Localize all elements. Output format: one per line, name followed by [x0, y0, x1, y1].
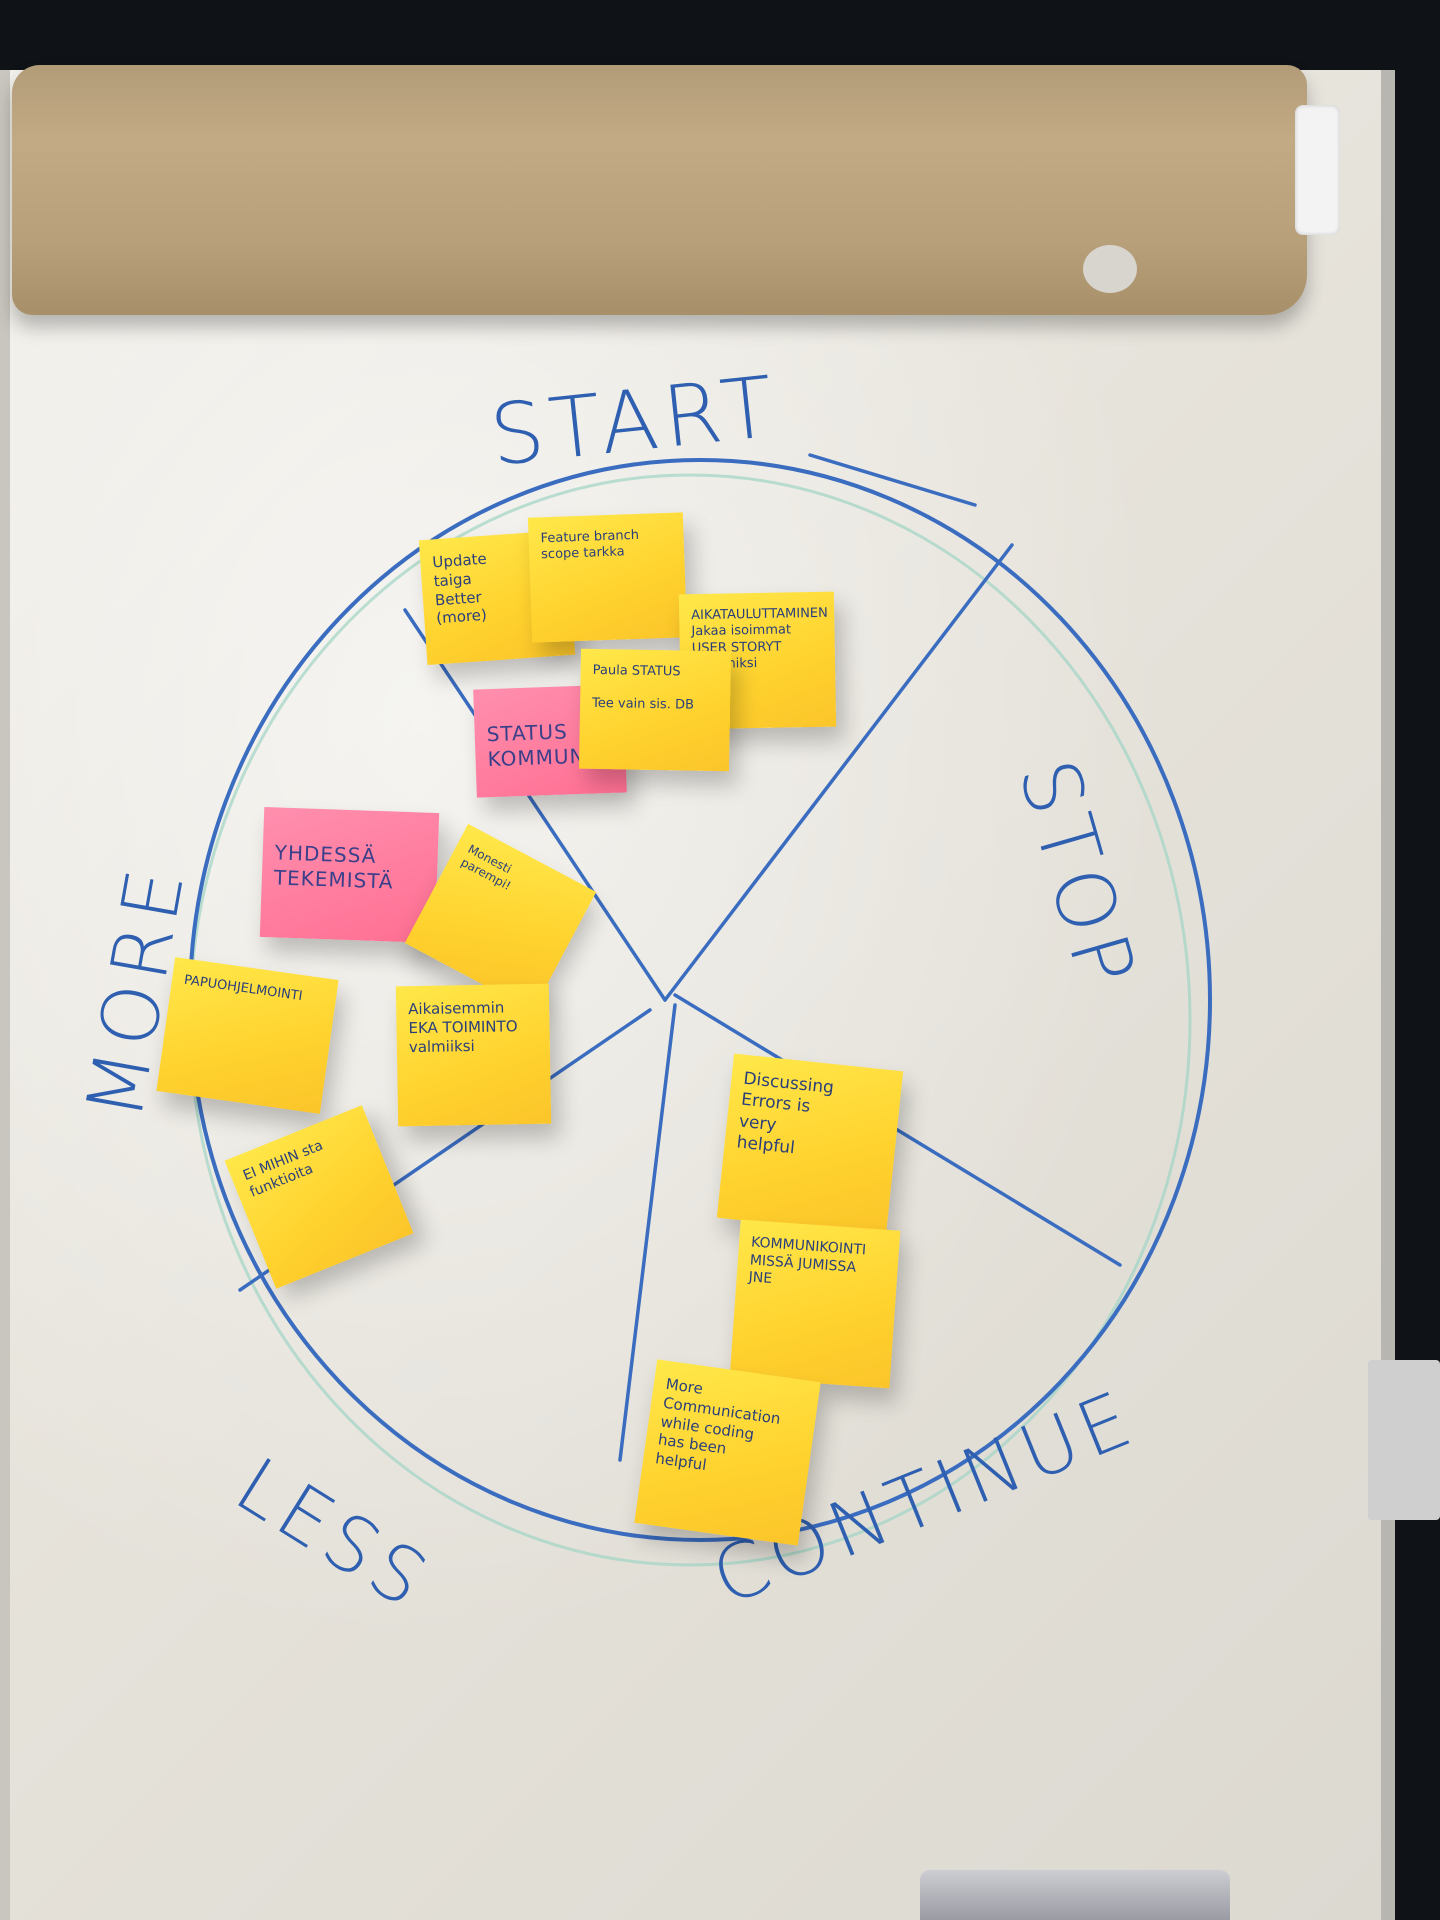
yhdessa-tekemista-text: YHDESSÄ TEKEMISTÄ — [273, 840, 395, 894]
sticky-note-feature-branch: Feature branch scope tarkka — [527, 512, 688, 643]
marker-tray — [920, 1870, 1230, 1920]
divider-continue-less — [618, 1003, 677, 1462]
sticky-note-more-communication: More Communication while coding has been… — [634, 1359, 821, 1546]
sticky-note-discussing-errors: Discussing Errors is very helpful — [716, 1053, 904, 1236]
wall-socket-plate — [1368, 1360, 1440, 1520]
start-underline — [808, 453, 977, 507]
divider-more-start — [403, 608, 667, 1002]
divider-stop-continue — [673, 993, 1122, 1267]
sticky-note-paula-status: Paula STATUS Tee vain sis. DB — [578, 648, 732, 772]
board-clip — [1295, 105, 1340, 235]
sticky-note-eka-toiminto: Aikaisemmin EKA TOIMINTO valmiiksi — [395, 983, 552, 1127]
sticky-note-kommunikointi: KOMMUNIKOINTI MISSÄ JUMISSA JNE — [729, 1219, 901, 1389]
paper-roll-notch — [1083, 245, 1137, 293]
divider-start-stop — [663, 543, 1014, 1002]
sticky-note-papuohjelmointi: PAPUOHJELMOINTI — [156, 957, 339, 1114]
sticky-note-yhdessa-tekemista: YHDESSÄ TEKEMISTÄ — [259, 806, 440, 944]
